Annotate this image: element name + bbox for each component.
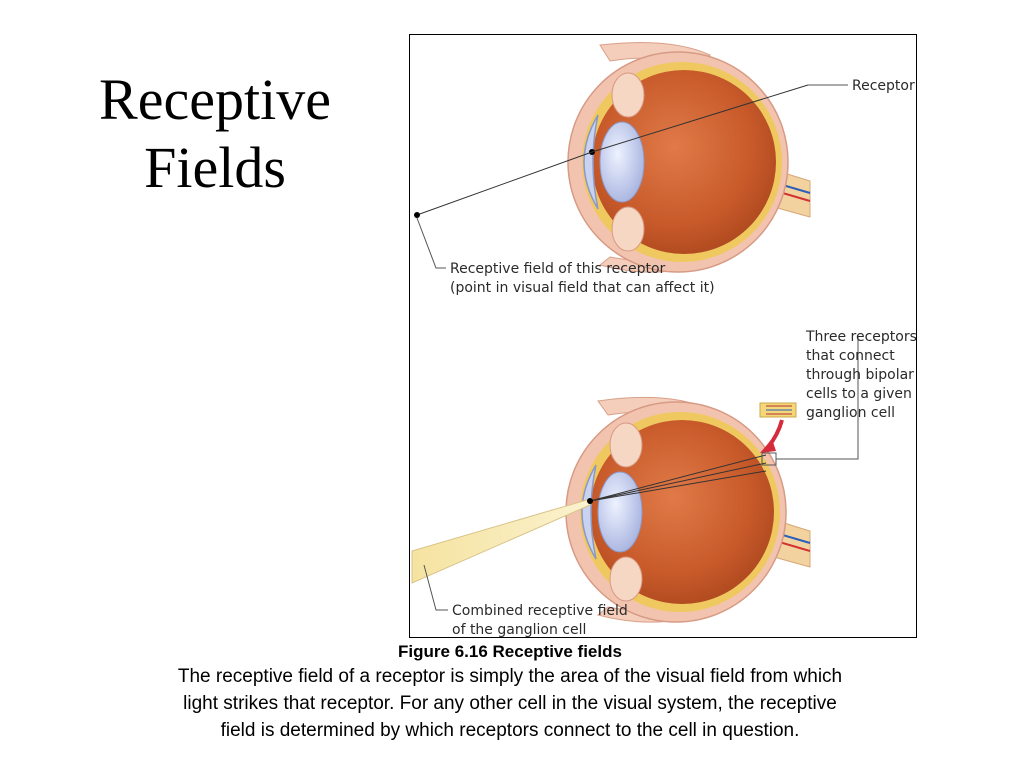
label-combined-line1: Combined receptive field bbox=[452, 603, 628, 619]
eye-diagram: Receptor Receptive field of this recepto… bbox=[411, 42, 917, 638]
label-rf-line1: Receptive field of this receptor bbox=[450, 261, 666, 277]
title-line-1: Receptive bbox=[99, 67, 331, 132]
label-combined-line2: of the ganglion cell bbox=[452, 622, 586, 638]
title-line-2: Fields bbox=[144, 135, 286, 200]
label-rf-line2: (point in visual field that can affect i… bbox=[450, 280, 715, 296]
figure-caption: Figure 6.16 Receptive fields The recepti… bbox=[100, 640, 920, 744]
caption-line-2: light strikes that receptor. For any oth… bbox=[183, 693, 837, 714]
label-three-line4: cells to a given bbox=[806, 386, 912, 402]
label-three-line5: ganglion cell bbox=[806, 405, 895, 421]
label-three-line2: that connect bbox=[806, 348, 895, 364]
figure-panel: Receptor Receptive field of this recepto… bbox=[409, 34, 917, 638]
caption-line-3: field is determined by which receptors c… bbox=[220, 720, 800, 741]
caption-title: Figure 6.16 Receptive fields bbox=[398, 642, 622, 661]
top-eye bbox=[414, 42, 848, 273]
caption-line-1: The receptive field of a receptor is sim… bbox=[177, 666, 843, 687]
label-receptor: Receptor bbox=[852, 78, 915, 94]
label-three-line3: through bipolar bbox=[806, 367, 914, 383]
bottom-eye bbox=[411, 335, 859, 623]
label-three-line1: Three receptors bbox=[805, 329, 917, 345]
slide-title: Receptive Fields bbox=[70, 66, 360, 202]
